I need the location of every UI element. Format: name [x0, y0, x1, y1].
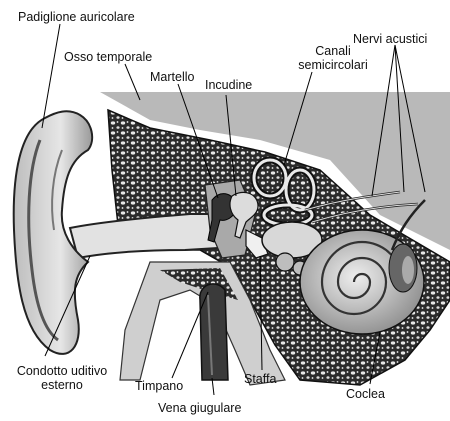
label-canali-1: Canali	[290, 44, 376, 58]
label-condotto-2: esterno	[6, 378, 118, 392]
label-nervi: Nervi acustici	[353, 32, 427, 46]
label-canali-2: semicircolari	[290, 58, 376, 72]
jugular-vein	[200, 284, 228, 380]
cochlea	[300, 230, 424, 334]
ear-canal	[70, 214, 218, 258]
label-vena-giugulare: Vena giugulare	[158, 401, 241, 415]
label-timpano: Timpano	[135, 379, 183, 393]
label-coclea: Coclea	[346, 387, 385, 401]
label-osso-temporale: Osso temporale	[64, 50, 152, 64]
label-padiglione: Padiglione auricolare	[18, 10, 135, 24]
label-martello: Martello	[150, 70, 194, 84]
label-condotto-1: Condotto uditivo	[6, 364, 118, 378]
label-staffa: Staffa	[244, 372, 276, 386]
label-incudine: Incudine	[205, 78, 252, 92]
